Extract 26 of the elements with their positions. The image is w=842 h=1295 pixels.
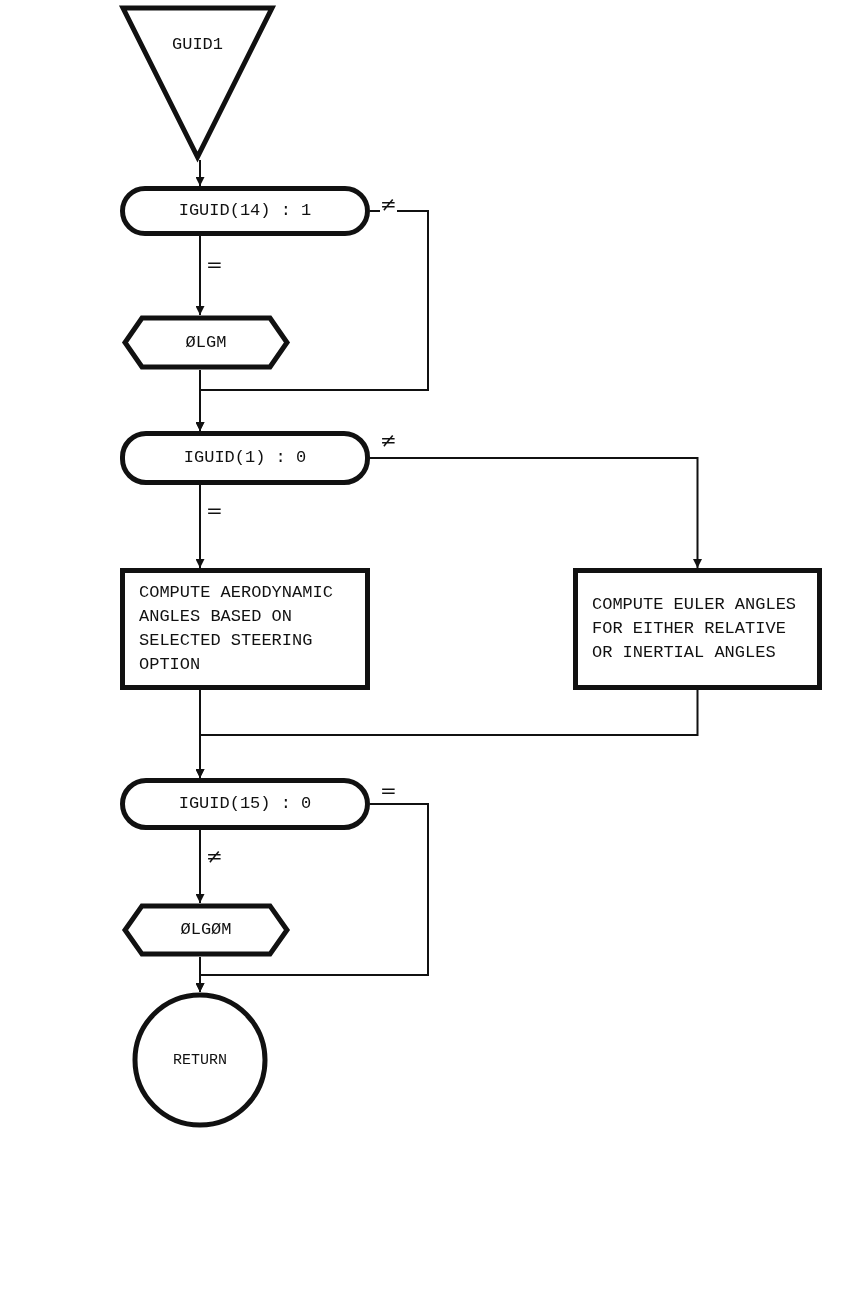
subroutine-hexagon (122, 315, 290, 370)
connector-arrow (195, 235, 205, 316)
decision-terminal (120, 186, 370, 236)
node-text: IGUID(15) : 0 (178, 793, 312, 816)
return-circle (132, 992, 268, 1128)
node-text: RETURN (173, 1050, 227, 1071)
node-text: COMPUTE EULER ANGLES FOR EITHER RELATIVE OR INERTIAL ANGLES (592, 594, 798, 664)
connector-arrow (369, 457, 702, 569)
connector-arrow (195, 369, 205, 432)
connector-arrow (195, 956, 205, 993)
connector-arrow (195, 484, 205, 569)
node-text: COMPUTE AERODYNAMIC ANGLES BASED ON SELECTED STEERING OPTION (139, 582, 334, 676)
connector-arrow (195, 829, 205, 904)
connector-arrow (195, 689, 699, 779)
node-text: IGUID(14) : 1 (178, 200, 312, 223)
node-text: IGUID(1) : 0 (183, 447, 307, 470)
decision-terminal (120, 431, 370, 485)
decision-terminal (120, 778, 370, 830)
node-text: GUID1 (172, 34, 223, 56)
node-text: ØLGØM (180, 919, 232, 942)
subroutine-hexagon (122, 903, 290, 957)
start-triangle (120, 5, 275, 160)
connector-arrow (195, 159, 205, 187)
process-box (120, 568, 370, 690)
process-box (573, 568, 822, 690)
node-text: ØLGM (185, 331, 227, 354)
